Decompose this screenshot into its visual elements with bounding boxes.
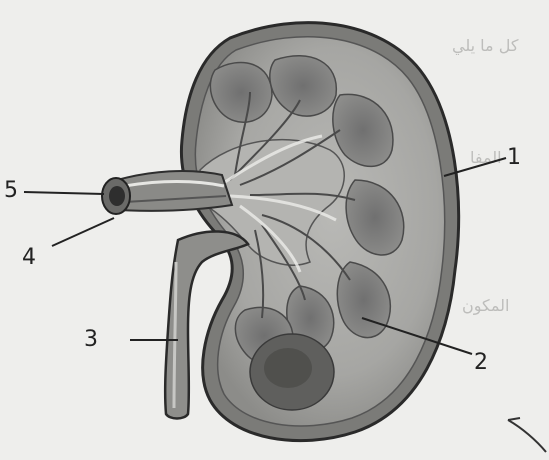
leader-line-5 <box>24 192 104 194</box>
corner-mark <box>508 418 546 452</box>
label-1: 1 <box>507 147 521 169</box>
label-3: 3 <box>84 329 98 351</box>
label-5: 5 <box>4 180 18 202</box>
label-2: 2 <box>474 352 488 374</box>
label-4: 4 <box>22 247 36 269</box>
leader-line-4 <box>52 218 114 246</box>
